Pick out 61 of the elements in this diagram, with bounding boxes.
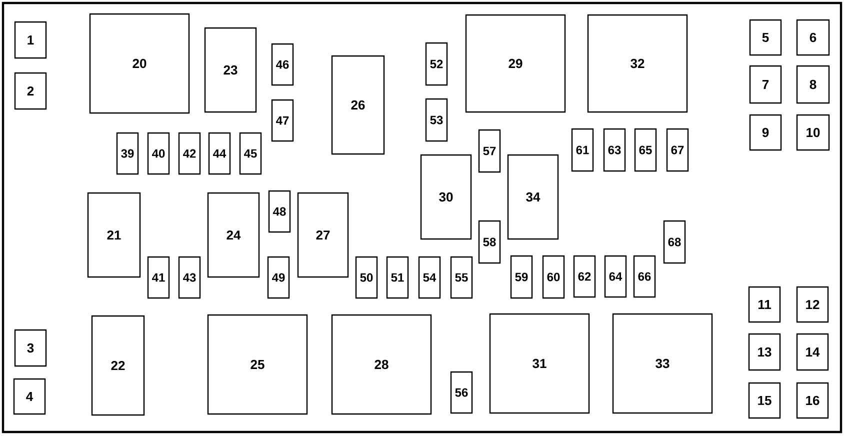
fuse-box: 16 xyxy=(796,382,829,419)
fuse-box: 59 xyxy=(510,255,533,299)
fuse-box: 54 xyxy=(418,256,441,299)
fuse-box: 39 xyxy=(116,132,139,175)
relay-box: 21 xyxy=(87,192,141,278)
relay-box: 29 xyxy=(465,14,566,113)
fuse-box: 4 xyxy=(13,378,46,415)
fuse-box: 48 xyxy=(268,190,291,233)
fuse-box: 7 xyxy=(749,65,782,104)
fuse-box: 42 xyxy=(178,132,201,175)
fuse-box: 6 xyxy=(796,19,830,56)
fuse-box: 50 xyxy=(355,256,378,299)
relay-box: 32 xyxy=(587,14,688,113)
relay-box: 26 xyxy=(331,55,385,155)
relay-box: 31 xyxy=(489,313,590,414)
relay-box: 34 xyxy=(507,154,559,240)
fuse-box: 11 xyxy=(748,286,781,323)
fuse-box: 10 xyxy=(796,114,830,151)
fuse-box: 47 xyxy=(271,99,294,142)
fuse-box: 63 xyxy=(603,128,626,172)
fuse-box: 9 xyxy=(749,114,782,151)
fuse-box: 44 xyxy=(208,132,231,175)
relay-box: 28 xyxy=(331,314,432,415)
relay-box: 22 xyxy=(91,315,145,416)
fuse-box: 5 xyxy=(749,19,782,56)
fuse-box: 8 xyxy=(796,65,830,104)
fuse-box: 56 xyxy=(450,371,473,414)
fuse-box: 14 xyxy=(796,333,829,371)
fuse-box: 15 xyxy=(748,382,781,419)
relay-box: 27 xyxy=(297,192,349,278)
fuse-box: 43 xyxy=(178,256,201,299)
fuse-box: 55 xyxy=(450,256,473,299)
fuse-box: 67 xyxy=(666,128,689,172)
fuse-box: 40 xyxy=(147,132,170,175)
fuse-box: 60 xyxy=(542,255,565,299)
fuse-box: 51 xyxy=(386,256,409,299)
fuse-box: 53 xyxy=(425,98,448,142)
fuse-box: 64 xyxy=(604,255,627,298)
fuse-box: 52 xyxy=(425,42,448,86)
relay-box: 24 xyxy=(207,192,260,278)
relay-box: 20 xyxy=(89,13,190,114)
fuse-box: 65 xyxy=(634,128,657,172)
relay-box: 30 xyxy=(420,154,472,240)
fuse-box: 61 xyxy=(571,128,594,172)
fuse-box: 58 xyxy=(478,220,501,264)
fuse-box: 41 xyxy=(147,256,170,299)
fuse-box: 68 xyxy=(663,220,686,264)
relay-box: 33 xyxy=(612,313,713,414)
fuse-box: 62 xyxy=(573,255,596,298)
fuse-box: 1 xyxy=(14,21,47,59)
fuse-box: 3 xyxy=(14,329,47,367)
fuse-box: 12 xyxy=(796,286,829,323)
fuse-box: 66 xyxy=(633,255,656,298)
fuse-box: 13 xyxy=(748,333,781,371)
fuse-box: 45 xyxy=(239,132,262,175)
fuse-box: 49 xyxy=(267,256,290,299)
fuse-box: 46 xyxy=(271,43,294,86)
relay-box: 23 xyxy=(204,27,257,113)
fuse-box: 2 xyxy=(14,72,47,110)
fuse-box: 57 xyxy=(478,129,501,173)
relay-box: 25 xyxy=(207,314,308,415)
